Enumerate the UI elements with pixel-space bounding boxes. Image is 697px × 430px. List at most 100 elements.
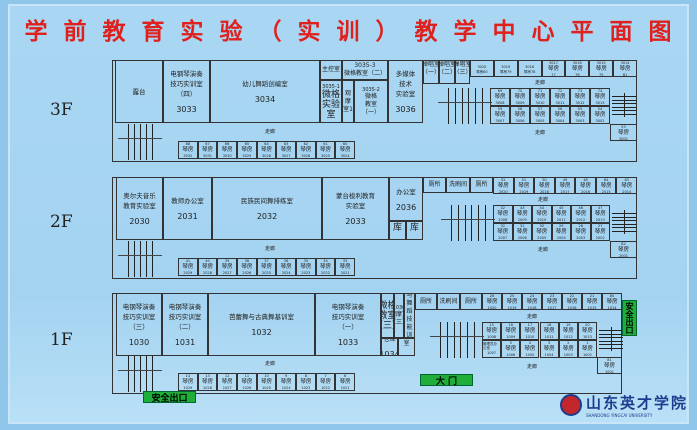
piano-room-label: 琴房 bbox=[241, 264, 253, 270]
piano-room-label: 琴房 bbox=[536, 211, 548, 217]
piano-room-code: 3004 bbox=[555, 119, 565, 123]
room-name: 微格 实验室 bbox=[321, 89, 340, 120]
piano-room-label: 琴房 bbox=[201, 379, 213, 385]
room-name: 露台 bbox=[132, 87, 146, 96]
piano-room-label: 琴房 bbox=[300, 264, 312, 270]
room: 洗刷间 bbox=[446, 177, 470, 193]
piano-room-code: 1011 bbox=[544, 335, 554, 339]
piano-room-label: 琴房 bbox=[280, 264, 292, 270]
piano-room-label: 琴房 bbox=[494, 112, 506, 118]
piano-room-code: 2014 bbox=[622, 189, 632, 194]
piano-room-code: 1009 bbox=[506, 335, 516, 339]
piano-room-label: 琴房 bbox=[182, 264, 194, 270]
piano-room-index: 45 bbox=[559, 206, 564, 210]
piano-room-code: 1026 bbox=[242, 386, 252, 390]
room: 微格 教室 （三） bbox=[381, 293, 394, 338]
room-number: 1031 bbox=[174, 338, 196, 347]
piano-room-index: 21 bbox=[589, 293, 595, 298]
stairs-icon bbox=[612, 210, 636, 234]
piano-room-code: 1016 bbox=[567, 305, 577, 310]
room: 电钢琴演奏 技巧实训室 （四）3033 bbox=[163, 60, 210, 123]
piano-room-index: 14 bbox=[185, 374, 191, 378]
piano-room-label: 琴房 bbox=[518, 182, 530, 189]
room: 仓库1034 bbox=[381, 338, 398, 356]
room-number: 1030 bbox=[128, 338, 150, 347]
piano-room-code: 2024 bbox=[281, 271, 291, 275]
piano-room-index: 3019 bbox=[501, 64, 511, 69]
piano-room-label: 琴房 bbox=[260, 379, 272, 385]
piano-room-index: 28 bbox=[578, 224, 583, 228]
piano-room-index: 3014 bbox=[620, 60, 630, 65]
piano-room-index: 66 bbox=[224, 142, 230, 146]
piano-room-index: 9 bbox=[285, 374, 288, 378]
room: 资料室1035 bbox=[398, 338, 415, 356]
piano-room-label: 琴房 bbox=[516, 229, 528, 235]
piano-room-index: 13 bbox=[205, 374, 210, 378]
room-name: 芭蕾舞与古典舞基训室 bbox=[229, 313, 294, 321]
piano-room-label: 琴房 bbox=[559, 182, 571, 189]
piano-room-index: 54 bbox=[597, 107, 603, 111]
piano-room-code: 3024 bbox=[340, 154, 350, 158]
room-number: 3033 bbox=[176, 105, 197, 114]
piano-room-code: 2004 bbox=[556, 236, 566, 240]
piano-room-index: 43 bbox=[520, 206, 525, 210]
room: 电钢琴演奏 技巧实训室 （一）1033 bbox=[315, 293, 381, 356]
piano-room-index: 63 bbox=[283, 142, 289, 146]
piano-room-code: 1019 bbox=[507, 305, 517, 310]
piano-room-label: 琴房 bbox=[201, 147, 213, 153]
room-number: 2036 bbox=[395, 202, 417, 212]
piano-room-code: 1001 bbox=[605, 369, 614, 374]
piano-room-index: 35 bbox=[303, 259, 309, 263]
piano-room-index: 22 bbox=[569, 293, 575, 298]
school-logo: 山东英才学院 SHANDONG YINGCAI UNIVERSITY bbox=[560, 392, 688, 418]
corridor-label: 走廊 bbox=[265, 129, 276, 135]
piano-room-index: 59 bbox=[497, 107, 503, 111]
piano-room-index: 3015 bbox=[596, 60, 606, 65]
piano-room-index: 81 bbox=[607, 357, 612, 362]
room-number: 3034 bbox=[254, 95, 276, 104]
room-number: 2031 bbox=[177, 212, 198, 221]
piano-room-index: 34 bbox=[323, 259, 328, 263]
piano-room-code: 2003 bbox=[576, 236, 586, 240]
piano-room-label: 琴房 bbox=[182, 379, 194, 385]
piano-room-label: 琴房 bbox=[260, 147, 272, 153]
room: 3035-3 微格教室（二） bbox=[342, 60, 388, 80]
stairs-icon bbox=[599, 327, 623, 351]
piano-room-label: 琴房 bbox=[581, 328, 593, 334]
floor-plan-board bbox=[8, 4, 689, 424]
piano-room-code: 1022 bbox=[321, 386, 330, 390]
piano-room-code: 3001 bbox=[619, 136, 628, 141]
piano-room-code: 3025 bbox=[321, 154, 330, 158]
piano-room-index: 37 bbox=[264, 259, 269, 263]
piano-room-label: 琴房 bbox=[574, 94, 586, 100]
piano-room-code: 3026 bbox=[301, 154, 311, 158]
piano-room-label: 琴房 bbox=[574, 112, 586, 118]
room: 厕所 bbox=[460, 293, 482, 310]
piano-room-code: 3003 bbox=[575, 119, 585, 123]
piano-room-code: 2017 bbox=[560, 189, 570, 194]
piano-room-label: 琴房 bbox=[339, 264, 351, 270]
piano-room-label: 管理员办公室 bbox=[483, 342, 497, 350]
piano-room-label: 琴房 bbox=[300, 379, 312, 385]
piano-room-index: 47 bbox=[598, 206, 603, 210]
room-name: 主控室 bbox=[321, 66, 340, 73]
piano-room-index: 26 bbox=[489, 293, 495, 298]
